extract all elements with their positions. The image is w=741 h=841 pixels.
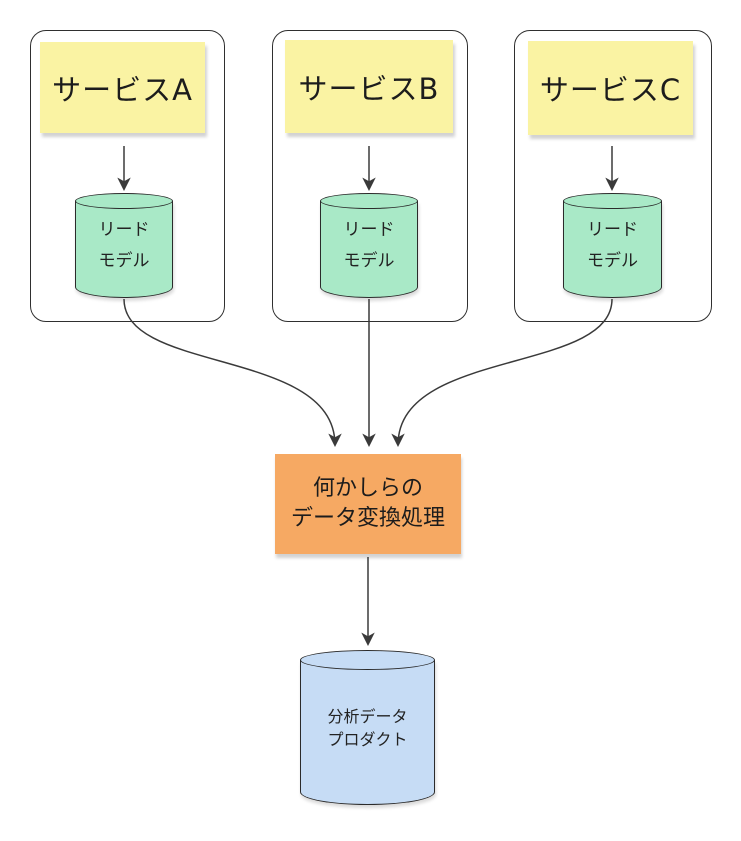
service-c-label: サービスC bbox=[539, 73, 682, 107]
service-a-label: サービスA bbox=[52, 72, 193, 107]
analytics-data-product-cylinder: 分析データ プロダクト bbox=[300, 650, 435, 805]
cylinder-top-ellipse bbox=[75, 193, 173, 209]
read-model-b-label: リード モデル bbox=[343, 219, 395, 271]
cylinder-body bbox=[75, 201, 173, 298]
read-model-c-cylinder: リード モデル bbox=[563, 193, 662, 298]
read-model-a-cylinder: リード モデル bbox=[75, 193, 173, 298]
service-c-note: サービスC bbox=[528, 41, 693, 135]
read-model-c-label: リード モデル bbox=[587, 219, 638, 271]
transform-label-line2: データ変換処理 bbox=[290, 506, 445, 531]
cylinder-body bbox=[563, 201, 662, 298]
cylinder-body bbox=[320, 201, 418, 298]
service-b-label: サービスB bbox=[298, 71, 440, 106]
read-model-a-label: リード モデル bbox=[98, 219, 150, 271]
cylinder-top-ellipse bbox=[563, 193, 662, 209]
cylinder-top-ellipse bbox=[300, 650, 435, 670]
transform-label-line1: 何かしらの bbox=[312, 476, 423, 501]
service-a-note: サービスA bbox=[40, 42, 205, 133]
cylinder-top-ellipse bbox=[320, 193, 418, 209]
cylinder-body bbox=[300, 660, 435, 805]
data-transform-box: 何かしらの データ変換処理 bbox=[275, 454, 461, 554]
read-model-b-cylinder: リード モデル bbox=[320, 193, 418, 298]
analytics-data-product-label: 分析データ プロダクト bbox=[327, 706, 408, 749]
service-b-note: サービスB bbox=[285, 40, 453, 133]
